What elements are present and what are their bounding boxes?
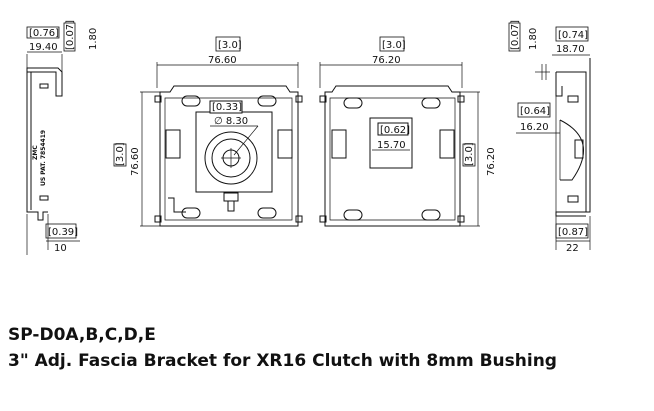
caption-block: SP-D0A,B,C,D,E 3" Adj. Fascia Bracket fo… bbox=[8, 322, 648, 374]
back-view: [3.0] 76.20 [3.0] 76.20 [0.62] 15.70 bbox=[319, 36, 497, 227]
left-width-mm: 19.40 bbox=[29, 42, 58, 53]
bushing-mm: ∅ 8.30 bbox=[214, 116, 248, 127]
zmc-marking: ZMC bbox=[32, 145, 39, 160]
front-width-mm: 76.60 bbox=[208, 55, 237, 66]
front-height-in: [3.0] bbox=[115, 142, 126, 166]
right-notch-mm: 16.20 bbox=[520, 122, 549, 133]
right-thick-in: [0.07] bbox=[510, 20, 521, 50]
left-lip-in: [0.39] bbox=[48, 227, 78, 238]
front-view: [3.0] 76.60 [3.0] 76.60 [0.33] ∅ 8. bbox=[113, 36, 303, 227]
right-thick-mm: 1.80 bbox=[528, 28, 539, 50]
left-lip-mm: 10 bbox=[54, 243, 67, 254]
technical-drawing: [0.76] 19.40 [0.07] 1.80 ZMC US PAT. 785… bbox=[26, 20, 591, 255]
back-height-in: [3.0] bbox=[464, 142, 475, 166]
back-slot-mm: 15.70 bbox=[377, 140, 406, 151]
back-height-mm: 76.20 bbox=[486, 147, 497, 176]
back-width-in: [3.0] bbox=[382, 40, 406, 51]
back-width-mm: 76.20 bbox=[372, 55, 401, 66]
back-slot-in: [0.62] bbox=[380, 125, 410, 136]
front-height-mm: 76.60 bbox=[130, 147, 141, 176]
patent-marking: US PAT. 7854419 bbox=[40, 130, 47, 186]
bushing-in: [0.33] bbox=[212, 102, 242, 113]
front-width-in: [3.0] bbox=[218, 40, 242, 51]
part-description: 3" Adj. Fascia Bracket for XR16 Clutch w… bbox=[8, 351, 557, 371]
left-side-view: [0.76] 19.40 [0.07] 1.80 ZMC US PAT. 785… bbox=[26, 20, 99, 255]
right-notch-in: [0.64] bbox=[520, 106, 550, 117]
right-width-in: [0.74] bbox=[558, 30, 588, 41]
right-base-mm: 22 bbox=[566, 243, 579, 254]
left-width-in: [0.76] bbox=[29, 28, 59, 39]
right-width-mm: 18.70 bbox=[556, 44, 585, 55]
right-base-in: [0.87] bbox=[558, 227, 588, 238]
right-side-view: [0.07] 1.80 [0.74] 18.70 [0.64] 16.20 [0… bbox=[508, 20, 591, 254]
part-number: SP-D0A,B,C,D,E bbox=[8, 325, 156, 345]
left-thick-in: [0.07] bbox=[65, 20, 76, 50]
left-thick-mm: 1.80 bbox=[88, 28, 99, 50]
